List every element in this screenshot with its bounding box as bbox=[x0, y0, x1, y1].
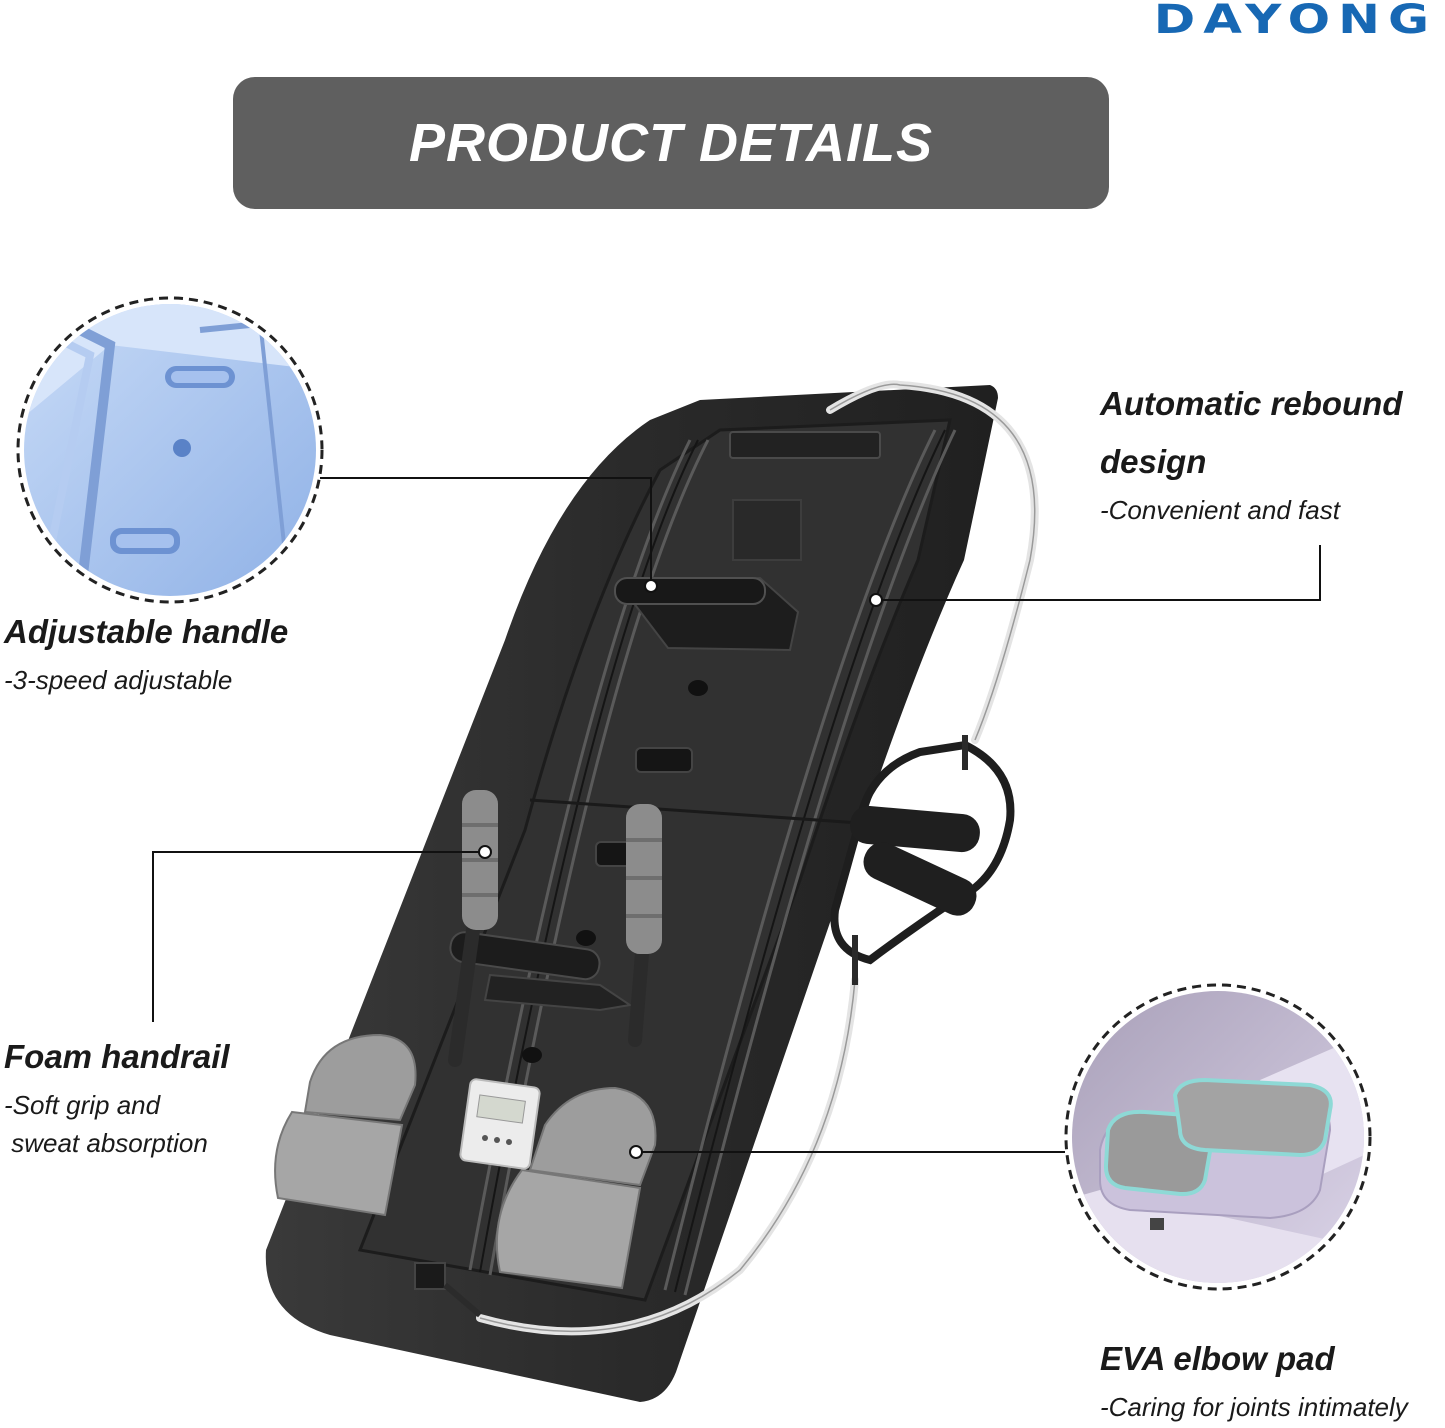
banner-title: PRODUCT DETAILS bbox=[409, 113, 933, 173]
foam-handrail-right bbox=[626, 804, 662, 954]
inset-border-right bbox=[1064, 983, 1372, 1291]
elbow-pad-left bbox=[274, 1033, 417, 1217]
callout-dot-handrail bbox=[478, 845, 492, 859]
feature-handrail-subtitle-2: sweat absorption bbox=[4, 1128, 208, 1158]
feature-handrail-title: Foam handrail bbox=[4, 1038, 230, 1075]
callout-line-handle bbox=[320, 477, 652, 586]
lcd-counter bbox=[459, 1078, 541, 1170]
callout-line-handrail bbox=[152, 851, 485, 1022]
back-stretcher-board bbox=[265, 380, 1039, 1402]
resistance-strap bbox=[830, 735, 1015, 985]
callout-dot-elbow-pad bbox=[629, 1145, 643, 1159]
callout-dot-rebound bbox=[869, 593, 883, 607]
feature-rebound-title-1: Automatic rebound bbox=[1100, 385, 1403, 422]
feature-handle: Adjustable handle -3-speed adjustable bbox=[4, 603, 288, 699]
elbow-pad-right bbox=[495, 1086, 657, 1290]
feature-rebound-title-2: design bbox=[1100, 443, 1207, 480]
feature-elbow-pad: EVA elbow pad -Caring for joints intimat… bbox=[1100, 1330, 1408, 1426]
elbow-pad-closeup-inset bbox=[1072, 991, 1364, 1283]
brand-logo: DAYONG bbox=[1153, 0, 1437, 43]
callout-line-rebound bbox=[876, 545, 1321, 601]
section-banner: PRODUCT DETAILS bbox=[233, 77, 1109, 209]
feature-elbow-pad-title: EVA elbow pad bbox=[1100, 1340, 1335, 1377]
feature-handrail: Foam handrail -Soft grip and sweat absor… bbox=[4, 1028, 230, 1162]
handle-closeup-inset bbox=[24, 304, 316, 596]
feature-handrail-subtitle-1: -Soft grip and bbox=[4, 1090, 161, 1120]
feature-elbow-pad-subtitle: -Caring for joints intimately bbox=[1100, 1392, 1408, 1422]
foam-handrail-left bbox=[462, 790, 498, 930]
inset-border-left bbox=[16, 296, 324, 604]
callout-dot-handle bbox=[644, 579, 658, 593]
feature-handle-subtitle: -3-speed adjustable bbox=[4, 665, 233, 695]
feature-rebound: Automatic rebound design -Convenient and… bbox=[1100, 375, 1403, 529]
feature-handle-title: Adjustable handle bbox=[4, 613, 289, 650]
feature-rebound-subtitle: -Convenient and fast bbox=[1100, 495, 1340, 525]
